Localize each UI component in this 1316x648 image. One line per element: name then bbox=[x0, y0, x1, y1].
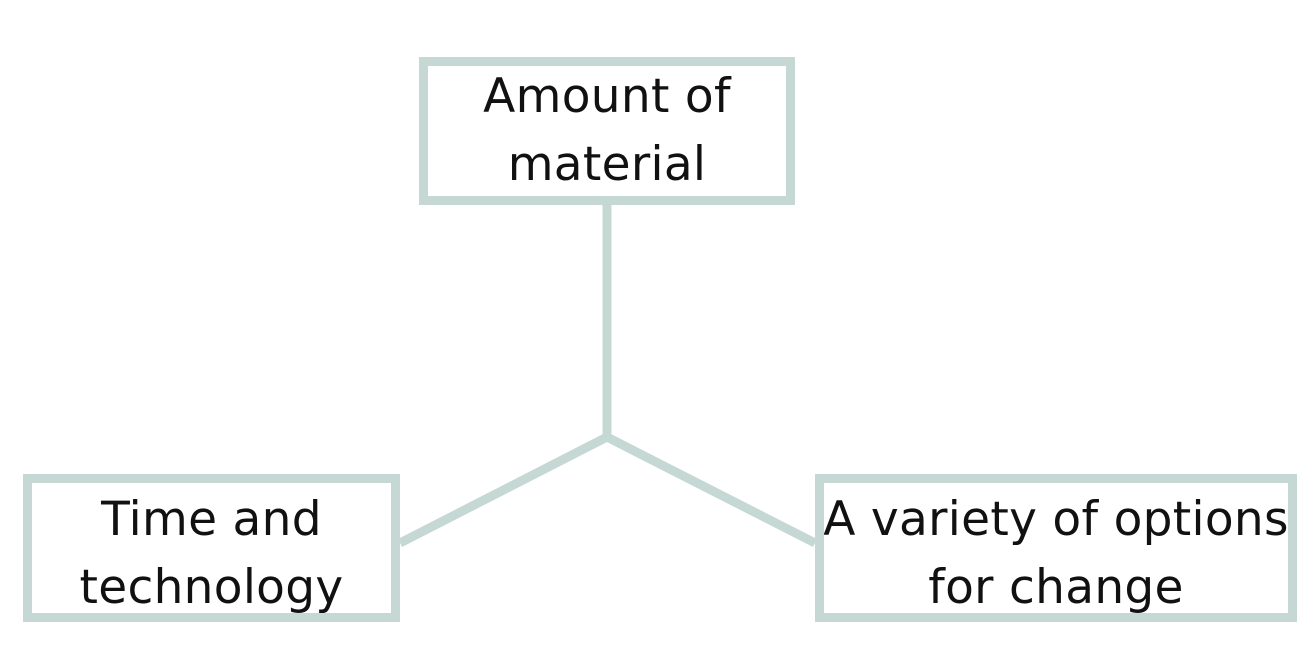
node-top-line1: Amount of bbox=[483, 69, 731, 124]
node-right-label: A variety of options for change bbox=[823, 483, 1289, 615]
connector-right bbox=[604, 432, 818, 548]
node-top-label: Amount of material bbox=[483, 66, 731, 196]
node-right-line1: A variety of options bbox=[823, 492, 1289, 547]
node-left-label: Time and technology bbox=[79, 483, 344, 615]
node-right-line2: for change bbox=[928, 560, 1184, 615]
node-amount-of-material: Amount of material bbox=[419, 57, 795, 205]
node-top-line2: material bbox=[507, 137, 707, 192]
node-time-and-technology: Time and technology bbox=[23, 474, 400, 622]
node-left-line2: technology bbox=[79, 560, 344, 615]
node-variety-of-options: A variety of options for change bbox=[815, 474, 1297, 622]
node-left-line1: Time and bbox=[101, 492, 322, 547]
connector-left bbox=[397, 432, 610, 548]
